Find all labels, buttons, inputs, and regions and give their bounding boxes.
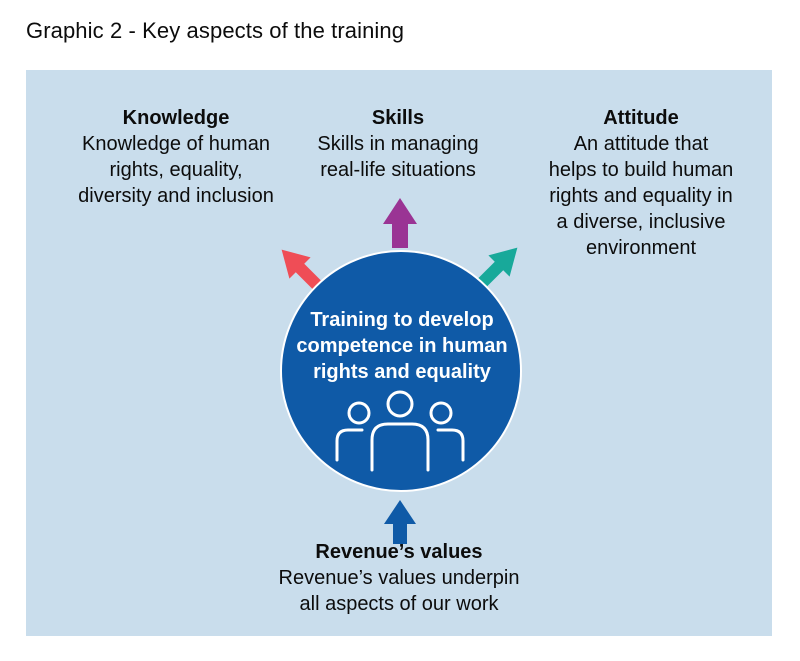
values-block: Revenue’s values Revenue’s values underp… [232,539,566,617]
attitude-text: An attitude that helps to build human ri… [548,133,734,259]
center-label: Training to develop competence in human … [296,309,508,383]
attitude-block: Attitude An attitude that helps to build… [521,105,761,261]
values-arrow-icon [384,500,416,544]
skills-arrow-icon [383,198,417,248]
page-title: Graphic 2 - Key aspects of the training [26,18,405,43]
skills-text: Skills in managing real-life situations [317,133,479,181]
knowledge-text: Knowledge of human rights, equality, div… [78,133,274,207]
people-group-icon [335,390,465,472]
skills-block: Skills Skills in managing real-life situ… [276,105,520,183]
values-text: Revenue’s values underpin all aspects of… [278,567,520,615]
knowledge-heading: Knowledge [122,107,230,129]
knowledge-arrow-icon [281,249,323,291]
attitude-arrow-icon [476,247,518,289]
values-heading: Revenue’s values [315,541,483,563]
attitude-heading: Attitude [603,107,679,129]
skills-heading: Skills [371,107,425,129]
knowledge-block: Knowledge Knowledge of human rights, equ… [56,105,296,209]
